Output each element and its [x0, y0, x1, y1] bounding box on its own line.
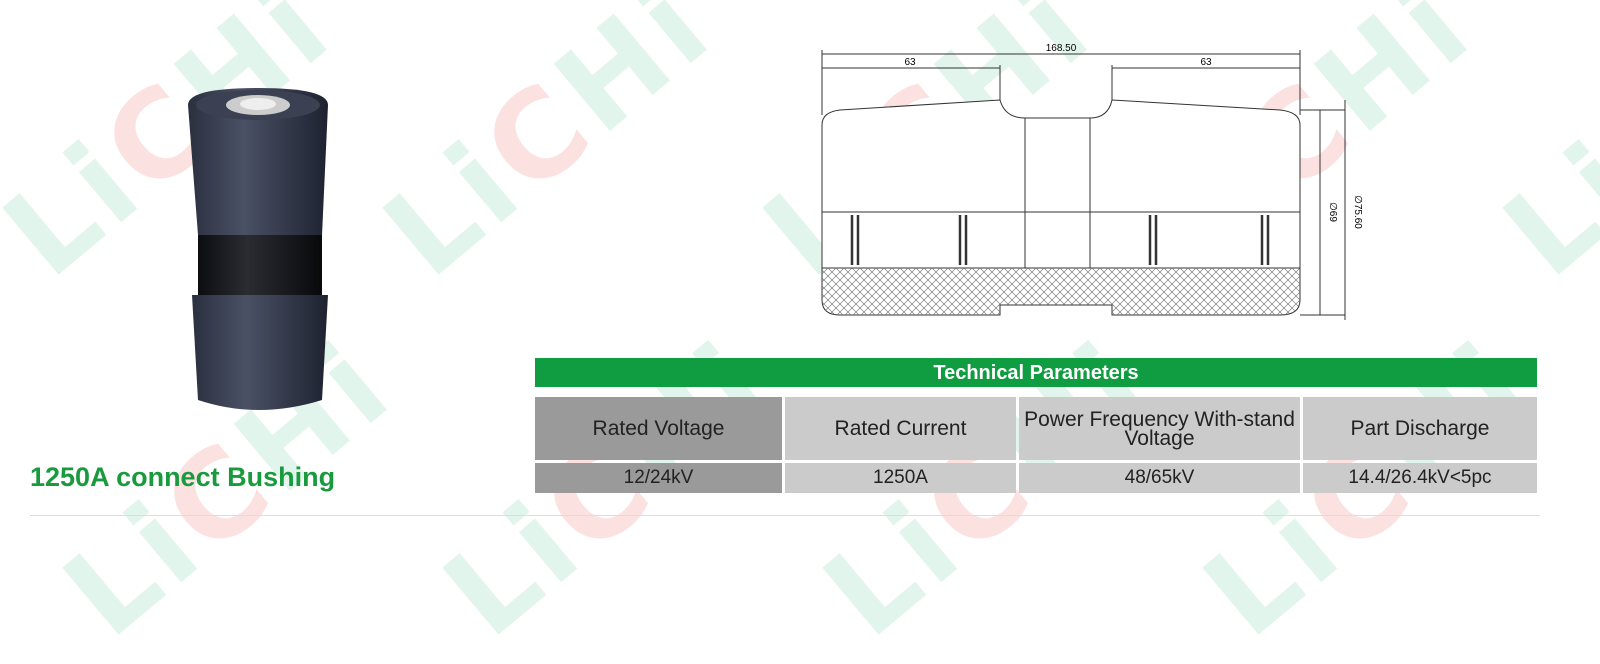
table-title: Technical Parameters: [535, 358, 1537, 387]
technical-parameters-table: Technical Parameters Rated Voltage Rated…: [535, 358, 1537, 493]
watermark: LiCHi: [1479, 53, 1600, 304]
bushing-product-photo: [188, 88, 328, 410]
value-cell: 1250A: [785, 463, 1016, 493]
value-cell: 48/65kV: [1019, 463, 1300, 493]
product-title: 1250A connect Bushing: [30, 462, 336, 492]
technical-drawing: 168.50 63 63 ∅69 ∅75.60: [821, 43, 1363, 320]
table-row: 12/24kV 1250A 48/65kV 14.4/26.4kV<5pc: [535, 463, 1537, 493]
header-cell: Rated Current: [785, 397, 1016, 460]
dim-overall-length: 168.50: [1046, 43, 1077, 54]
watermark: LiCHi: [359, 0, 738, 304]
value-cell: 12/24kV: [535, 463, 782, 493]
header-cell: Power Frequency With-stand Voltage: [1019, 397, 1300, 460]
divider: [30, 515, 1540, 516]
dim-inner-diameter: ∅69: [1327, 202, 1338, 222]
table-header-row: Rated Voltage Rated Current Power Freque…: [535, 397, 1537, 460]
value-cell: 14.4/26.4kV<5pc: [1303, 463, 1537, 493]
dim-left-section: 63: [904, 57, 916, 68]
dim-outer-diameter: ∅75.60: [1352, 195, 1363, 229]
header-cell: Part Discharge: [1303, 397, 1537, 460]
dim-right-section: 63: [1200, 57, 1212, 68]
header-cell: Rated Voltage: [535, 397, 782, 460]
